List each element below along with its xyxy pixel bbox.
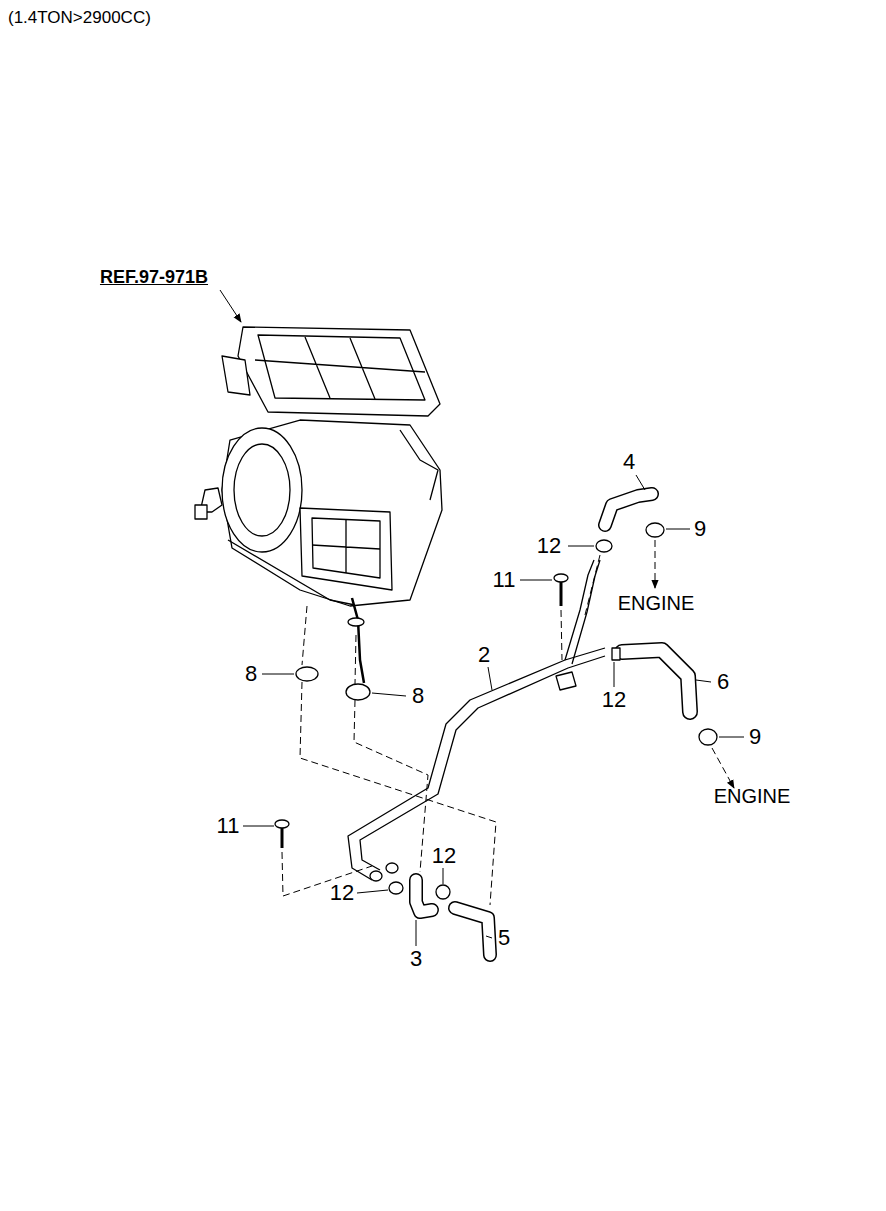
heater-unit	[195, 505, 207, 519]
assembly-line	[712, 748, 734, 788]
leader-line	[520, 580, 552, 581]
assembly-line	[655, 540, 656, 588]
heater-unit	[258, 335, 425, 400]
heater-unit	[352, 598, 364, 683]
heater-pipe	[348, 648, 605, 880]
callout-number: 9	[694, 518, 706, 540]
callout-number: 5	[498, 927, 510, 949]
leader-line	[262, 674, 294, 675]
heater-unit	[312, 518, 380, 578]
callout-number: 3	[410, 948, 422, 970]
reference-label: REF.97-971B	[100, 268, 208, 286]
leader-line	[220, 290, 241, 322]
bolt	[554, 574, 568, 582]
heater-unit	[300, 508, 392, 590]
assembly-line	[354, 635, 428, 872]
heater-pipe	[565, 560, 594, 660]
leader-line	[220, 290, 744, 946]
callout-number: 2	[478, 644, 490, 666]
hose-clamp	[699, 729, 717, 745]
callout-number: 6	[717, 671, 729, 693]
hose	[622, 650, 690, 712]
bolt	[275, 574, 568, 848]
assembly-line	[561, 610, 562, 660]
page-title: (1.4TON>2900CC)	[8, 8, 151, 28]
leader-line	[357, 890, 388, 893]
heater-pipe	[348, 560, 605, 881]
callout-number: 11	[217, 815, 240, 837]
hose	[416, 880, 432, 912]
hose-clamp	[296, 523, 717, 899]
leader-line	[443, 868, 444, 884]
hose	[605, 494, 652, 525]
hose-clamp	[596, 540, 612, 552]
callout-number: 12	[602, 689, 626, 711]
heater-unit	[234, 444, 290, 536]
hose	[455, 908, 490, 955]
leader-line	[416, 920, 417, 946]
callout-number: 8	[245, 663, 257, 685]
heater-pipe	[556, 672, 576, 690]
assembly-line	[300, 606, 496, 905]
callout-number: 12	[537, 535, 561, 557]
hose	[605, 494, 652, 525]
heater-unit	[222, 420, 442, 606]
hose	[416, 494, 690, 955]
leader-line	[372, 693, 406, 696]
heater-pipe	[386, 863, 398, 873]
bolt	[560, 582, 563, 606]
leader-line	[666, 529, 690, 530]
heater-unit	[312, 520, 380, 573]
hose-clamp	[389, 882, 403, 894]
heater-unit	[195, 327, 442, 683]
leader-line	[486, 936, 492, 938]
assembly-line	[585, 555, 600, 615]
callout-number: 11	[493, 569, 516, 591]
assembly-line	[282, 852, 372, 896]
leader-line	[243, 826, 274, 827]
heater-pipe	[360, 656, 605, 870]
heater-unit	[348, 618, 364, 626]
callout-number: 8	[412, 685, 424, 707]
hose-clamp	[346, 684, 370, 700]
callout-number: 12	[330, 882, 354, 904]
heater-unit	[255, 337, 425, 399]
hose-clamp	[646, 523, 664, 537]
heater-pipe	[370, 871, 382, 881]
hose	[455, 908, 490, 955]
bolt	[281, 828, 284, 848]
heater-unit	[400, 430, 438, 500]
callout-number: 4	[623, 451, 635, 473]
callout-number: 9	[749, 726, 761, 748]
heater-unit	[238, 327, 440, 416]
hose-clamp	[612, 648, 620, 660]
callout-number: ENGINE	[618, 593, 695, 613]
assembly-line	[282, 540, 734, 905]
callout-number: ENGINE	[714, 786, 791, 806]
hose	[416, 880, 432, 912]
bolt	[275, 820, 289, 828]
heater-unit	[222, 428, 302, 552]
heater-unit	[222, 356, 250, 395]
leader-line	[719, 737, 744, 738]
callout-number: 12	[432, 845, 456, 867]
hose-clamp	[436, 885, 450, 899]
leader-line	[636, 475, 645, 490]
leader-line	[568, 546, 594, 547]
leader-line	[696, 680, 711, 682]
hose	[622, 650, 690, 712]
leader-line	[488, 667, 492, 690]
hose-clamp	[296, 667, 318, 681]
leader-line	[614, 662, 615, 687]
